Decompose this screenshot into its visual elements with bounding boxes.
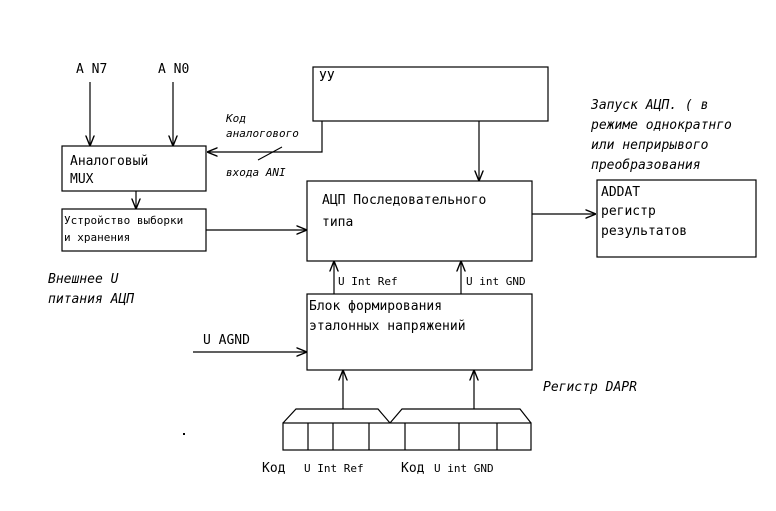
addat-label-2: регистр xyxy=(601,204,656,219)
addat-block xyxy=(596,179,757,258)
dapr-label: Регистр DAPR xyxy=(543,380,637,395)
addat-label-1: ADDAT xyxy=(601,185,641,200)
sample-hold-label-2: и хранения xyxy=(64,231,131,244)
start-note-4: преобразования xyxy=(591,158,701,173)
start-note-1: Запуск АЦП. ( в xyxy=(591,98,709,113)
mux-label-2: MUX xyxy=(70,172,94,187)
stray-dot xyxy=(183,433,185,435)
adc-label-2: типа xyxy=(322,215,354,230)
uu-block xyxy=(312,66,549,122)
adc-label-1: АЦП Последовательного xyxy=(322,193,487,208)
reference-label-2: эталонных напряжений xyxy=(309,319,466,334)
code-gnd-label-a: Код xyxy=(401,461,425,476)
code-ani-label-3: входа ANI xyxy=(226,166,286,179)
code-gnd-label-b: U int GND xyxy=(434,462,494,475)
arrow-uu-mux xyxy=(208,121,323,152)
sample-hold-label-1: Устройство выборки xyxy=(64,214,184,227)
mux-label-1: Аналоговый xyxy=(70,154,149,169)
input-an0-label: A N0 xyxy=(158,62,190,77)
uu-label: УУ xyxy=(319,70,335,85)
dapr-register xyxy=(282,408,532,451)
start-note-2: режиме однократнго xyxy=(591,118,732,133)
mux-block xyxy=(61,145,207,192)
reference-label-1: Блок формирования xyxy=(309,299,443,314)
ext-supply-label-1: Внешнее U xyxy=(48,272,119,287)
code-ref-label-b: U Int Ref xyxy=(304,462,364,475)
adc-block xyxy=(306,180,533,262)
ext-supply-label-2: питания АЦП xyxy=(48,292,135,307)
addat-label-3: результатов xyxy=(601,224,688,239)
code-ani-label-1: Код xyxy=(226,112,246,125)
code-ani-pointer xyxy=(257,146,283,161)
reference-block xyxy=(306,293,533,371)
code-ref-label-a: Код xyxy=(262,461,286,476)
start-note-3: или неприрывого xyxy=(591,138,709,153)
input-an7-label: A N7 xyxy=(76,62,108,77)
u-agnd-label: U AGND xyxy=(203,333,250,348)
u-int-gnd-label: U int GND xyxy=(466,275,526,288)
u-int-ref-label: U Int Ref xyxy=(338,275,398,288)
code-ani-label-2: аналогового xyxy=(226,127,299,140)
